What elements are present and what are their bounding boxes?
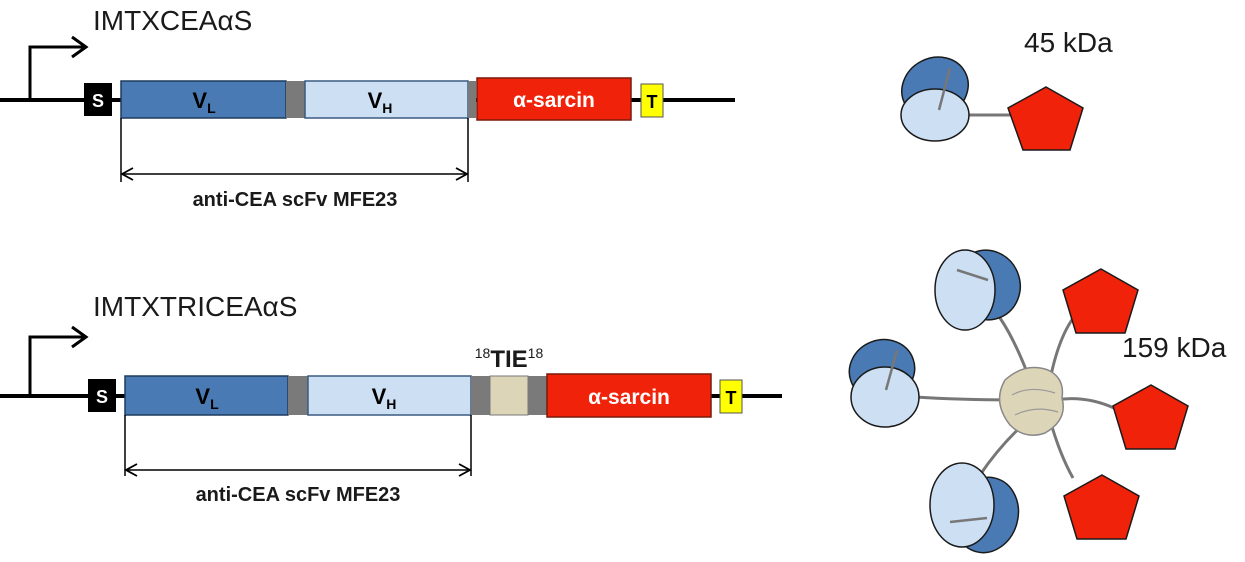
vl-domain-box [124, 375, 289, 416]
trimerization-core-shape [998, 366, 1064, 436]
connector-line [1048, 419, 1075, 479]
vh-domain-label: VH [372, 384, 397, 412]
disulfide-line [956, 268, 989, 282]
disulfide-line [884, 349, 899, 391]
bracket-right-arrow-icon [455, 167, 469, 181]
vl-domain-shape [929, 462, 995, 548]
alpha-sarcin-pentagon-icon [1062, 268, 1139, 334]
linker-box [286, 81, 305, 118]
terminator-box [640, 83, 664, 118]
mass-label: 159 kDa [1122, 332, 1227, 363]
bracket-label: anti-CEA scFv MFE23 [196, 484, 401, 506]
promoter-arrow-icon [28, 45, 84, 100]
construct-2-name: IMTXTRICEAαS [93, 291, 297, 322]
trimer-protein-illustration [848, 249, 1189, 554]
disulfide-line [949, 516, 988, 524]
bracket-left-arrow-icon [120, 167, 134, 181]
alpha-sarcin-pentagon-icon [1063, 474, 1140, 540]
core-detail-line [1014, 408, 1059, 416]
vl-domain-shape [900, 88, 970, 142]
vl-domain-label: VL [195, 384, 219, 412]
promoter-arrow-icon [28, 335, 84, 398]
trimerization-domain-box [489, 375, 529, 416]
terminator-label: T [726, 388, 737, 408]
bracket-left-arrow-icon [124, 463, 138, 477]
alpha-sarcin-label: α-sarcin [588, 386, 670, 409]
signal-peptide-box [88, 379, 116, 412]
construct-1-name: IMTXCEAαS [93, 5, 252, 36]
vh-domain-label: VH [368, 88, 393, 116]
terminator-box [719, 379, 743, 414]
bracket-right-arrow-icon [458, 463, 472, 477]
mass-label: 45 kDa [1024, 27, 1113, 58]
vh-domain-box [304, 80, 469, 119]
construct-2: IMTXTRICEAαS S VL VH 18TIE18 α-sarcin T [0, 249, 1227, 554]
alpha-sarcin-box [546, 373, 712, 418]
alpha-sarcin-pentagon-icon [1112, 384, 1189, 450]
construct-1: IMTXCEAαS S VL VH α-sarcin T anti-CEA sc… [0, 5, 1113, 211]
vl-domain-shape [934, 249, 996, 331]
linker-box [288, 376, 308, 415]
disulfide-line [937, 67, 952, 111]
bracket-label: anti-CEA scFv MFE23 [193, 189, 398, 211]
trimerization-domain-label: 18TIE18 [475, 345, 544, 373]
signal-peptide-label: S [96, 387, 108, 407]
vl-domain-label: VL [192, 88, 216, 116]
alpha-sarcin-label: α-sarcin [513, 89, 595, 112]
terminator-label: T [647, 92, 658, 112]
core-detail-line [1011, 388, 1056, 396]
signal-peptide-label: S [92, 91, 104, 111]
monomer-protein-illustration [900, 56, 1084, 151]
vl-domain-box [120, 80, 287, 119]
vh-domain-box [307, 375, 472, 416]
linker-box [471, 376, 490, 415]
vl-domain-shape [850, 366, 920, 428]
short-linker-box [468, 81, 476, 118]
alpha-sarcin-box [476, 77, 632, 121]
promoter-arrowhead-icon [71, 35, 89, 59]
promoter-arrowhead-icon [71, 325, 89, 349]
linker-box [528, 376, 547, 415]
signal-peptide-box [84, 83, 112, 116]
alpha-sarcin-pentagon-icon [1007, 86, 1084, 151]
